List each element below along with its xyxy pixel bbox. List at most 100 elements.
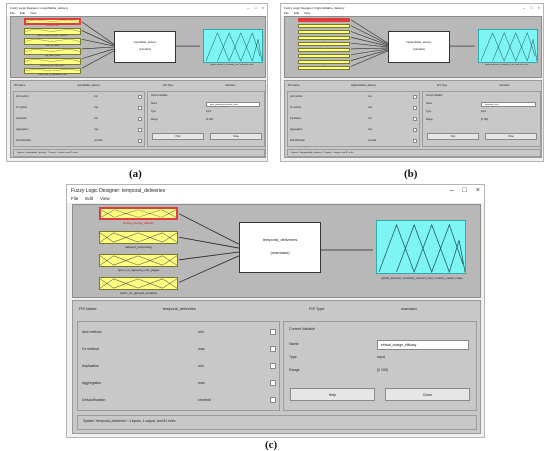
input-box[interactable] xyxy=(298,18,350,22)
help-button[interactable]: Help xyxy=(152,133,204,140)
fis-system-box[interactable]: highprofitable_delivery (mamdani) xyxy=(388,31,450,63)
window-controls: – □ × xyxy=(523,5,540,10)
method-label: And method xyxy=(290,96,303,98)
method-label: And method xyxy=(16,96,29,98)
menu-file[interactable]: File xyxy=(71,196,79,201)
input-box[interactable] xyxy=(298,30,350,34)
method-value[interactable]: min xyxy=(368,96,372,98)
menu-edit[interactable]: Edit xyxy=(293,11,300,15)
window-titlebar: Fuzzy Logic Designer: unprofitable_deliv… xyxy=(7,4,267,11)
method-value[interactable]: min xyxy=(94,118,98,120)
close-button[interactable]: Close xyxy=(385,388,470,401)
menu-view[interactable]: View xyxy=(304,11,311,15)
input-box[interactable] xyxy=(99,254,178,267)
method-dropdown-icon[interactable] xyxy=(138,139,142,143)
cv-name-field[interactable]: input_proximity_discount_value xyxy=(206,102,260,107)
method-value[interactable]: min xyxy=(198,330,204,334)
method-dropdown-icon[interactable] xyxy=(413,139,417,143)
method-value[interactable]: max xyxy=(368,107,373,109)
output-box[interactable] xyxy=(478,29,538,63)
close-icon[interactable]: × xyxy=(475,187,480,194)
cv-label: Name xyxy=(426,103,433,105)
method-value[interactable]: max xyxy=(198,347,205,351)
method-dropdown-icon[interactable] xyxy=(138,128,142,132)
cv-name-field[interactable]: inventory_level xyxy=(481,102,536,107)
output-box[interactable] xyxy=(376,220,466,274)
method-dropdown-icon[interactable] xyxy=(270,380,276,386)
menu-bar: File Edit View xyxy=(281,11,543,16)
maximize-icon[interactable]: □ xyxy=(462,187,467,194)
method-dropdown-icon[interactable] xyxy=(413,106,417,110)
input-box[interactable] xyxy=(24,18,81,25)
help-button[interactable]: Help xyxy=(427,133,479,140)
method-dropdown-icon[interactable] xyxy=(270,397,276,403)
menu-file[interactable]: File xyxy=(284,11,289,15)
method-value[interactable]: centroid xyxy=(198,398,211,402)
close-button[interactable]: Close xyxy=(485,133,537,140)
method-dropdown-icon[interactable] xyxy=(138,95,142,99)
window-title: Fuzzy Logic Designer: temporal_deliverie… xyxy=(71,187,166,194)
maximize-icon[interactable]: □ xyxy=(530,5,533,10)
panel-b-window: Fuzzy Logic Designer: highprofitable_del… xyxy=(280,3,544,162)
minimize-icon[interactable]: – xyxy=(449,187,454,194)
output-label: global_discount_sensitivity_discount_bad… xyxy=(381,276,463,280)
properties-area: FIS Name: temporal_deliveries FIS Type: … xyxy=(72,300,481,434)
input-box[interactable] xyxy=(298,66,350,70)
caption-a: (a) xyxy=(129,168,142,180)
input-box[interactable] xyxy=(24,58,81,65)
method-dropdown-icon[interactable] xyxy=(138,117,142,121)
close-icon[interactable]: × xyxy=(261,5,264,10)
input-box[interactable] xyxy=(298,42,350,46)
fis-system-box[interactable]: temporal_deliveries (mamdani) xyxy=(239,222,321,273)
input-box[interactable] xyxy=(298,36,350,40)
method-dropdown-icon[interactable] xyxy=(270,329,276,335)
maximize-icon[interactable]: □ xyxy=(254,5,257,10)
input-label: category_product xyxy=(317,64,331,65)
input-box[interactable] xyxy=(24,38,81,45)
current-variable-title: Current Variable xyxy=(426,95,443,97)
input-box[interactable] xyxy=(99,277,178,290)
method-value[interactable]: min xyxy=(198,364,204,368)
input-box[interactable] xyxy=(298,48,350,52)
menu-view[interactable]: View xyxy=(100,196,110,201)
method-value[interactable]: max xyxy=(368,129,373,131)
method-dropdown-icon[interactable] xyxy=(413,128,417,132)
input-box[interactable] xyxy=(24,68,81,74)
method-value[interactable]: centroid xyxy=(94,140,103,142)
menu-file[interactable]: File xyxy=(10,11,15,15)
minimize-icon[interactable]: – xyxy=(247,5,250,10)
input-box[interactable] xyxy=(24,48,81,55)
output-box[interactable] xyxy=(203,29,263,63)
method-value[interactable]: min xyxy=(94,96,98,98)
fis-system-box[interactable]: unprofitable_delivery (mamdani) xyxy=(114,31,176,63)
method-value[interactable]: min xyxy=(368,118,372,120)
method-value[interactable]: centroid xyxy=(368,140,377,142)
close-icon[interactable]: × xyxy=(537,5,540,10)
minimize-icon[interactable]: – xyxy=(523,5,526,10)
method-label: Implication xyxy=(290,118,301,120)
close-button[interactable]: Close xyxy=(210,133,262,140)
help-button[interactable]: Help xyxy=(290,388,375,401)
input-box[interactable] xyxy=(99,231,178,244)
method-dropdown-icon[interactable] xyxy=(413,95,417,99)
method-value[interactable]: max xyxy=(94,107,99,109)
method-dropdown-icon[interactable] xyxy=(138,106,142,110)
input-box[interactable] xyxy=(99,207,178,220)
menu-edit[interactable]: Edit xyxy=(85,196,94,201)
method-dropdown-icon[interactable] xyxy=(413,117,417,121)
system-type: (mamdani) xyxy=(413,48,425,51)
input-box[interactable] xyxy=(24,28,81,35)
window-title: Fuzzy Logic Designer: unprofitable_deliv… xyxy=(10,5,69,10)
method-dropdown-icon[interactable] xyxy=(270,346,276,352)
method-value[interactable]: max xyxy=(198,381,205,385)
input-label: product_delivery xyxy=(318,40,330,41)
input-box[interactable] xyxy=(298,24,350,28)
input-box[interactable] xyxy=(298,54,350,58)
cv-name-field[interactable]: ethical_charge_efficacy xyxy=(377,340,469,350)
menu-view[interactable]: View xyxy=(30,11,37,15)
menu-edit[interactable]: Edit xyxy=(19,11,26,15)
method-value[interactable]: max xyxy=(94,129,99,131)
input-box[interactable] xyxy=(298,60,350,64)
system-type: (mamdani) xyxy=(139,48,151,51)
method-dropdown-icon[interactable] xyxy=(270,363,276,369)
